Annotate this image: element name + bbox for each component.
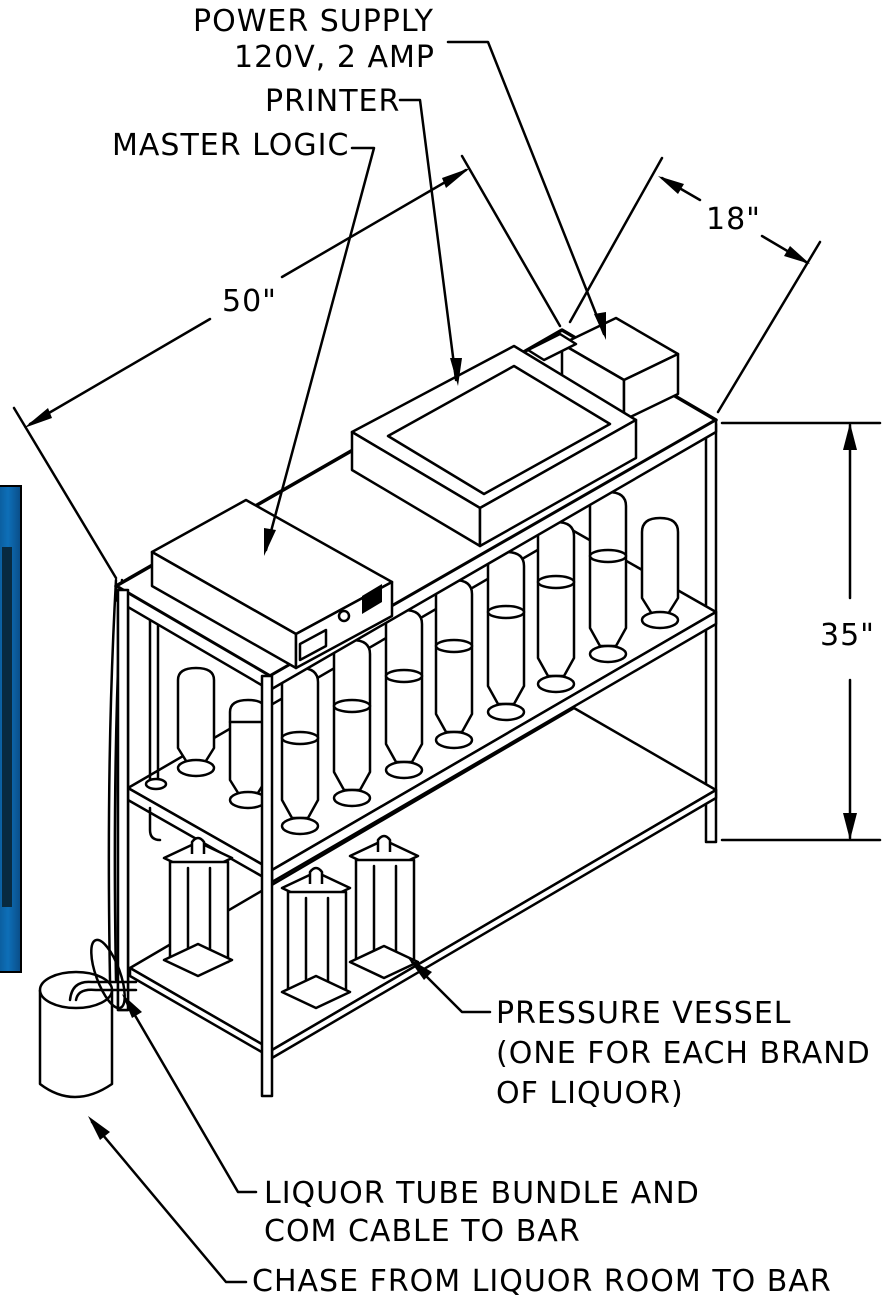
leader-master-logic: [264, 146, 376, 552]
post-front-far-left: [116, 588, 130, 1012]
label-tube-bundle-line1: LIQUOR TUBE BUNDLE AND: [264, 1176, 700, 1211]
leader-chase: [90, 1120, 248, 1284]
bottle-4: [332, 638, 372, 808]
pressure-vessel-3: [348, 834, 420, 980]
arrow-height-bottom: [843, 813, 857, 840]
knob: [337, 609, 351, 623]
printer-tray: [386, 364, 612, 496]
pressure-vessel-2: [280, 866, 352, 1010]
label-printer: PRINTER: [265, 84, 401, 119]
label-pressure-vessel-line1: PRESSURE VESSEL: [496, 996, 792, 1031]
bottle-8: [536, 520, 576, 694]
leader-tube-bundle: [124, 998, 258, 1194]
leader-pressure-vessel: [410, 960, 492, 1014]
bottle-6: [434, 578, 474, 750]
label-dim-height: 35": [820, 618, 875, 653]
leader-power-supply: [446, 40, 606, 336]
printer-box: [350, 344, 638, 548]
arrow-depth-left: [658, 176, 684, 194]
vent-grille: [362, 584, 382, 614]
extension-line-right: [460, 154, 562, 328]
chase-bucket: [38, 938, 138, 1099]
label-pressure-vessel-line2: (ONE FOR EACH BRAND: [496, 1036, 871, 1071]
extension-line-back: [568, 156, 664, 324]
post-front-left: [260, 674, 274, 1098]
extension-line-left: [12, 406, 118, 580]
label-dim-width: 50": [222, 284, 277, 319]
label-pressure-vessel-line3: OF LIQUOR): [496, 1076, 684, 1111]
dimension-depth: [568, 156, 822, 414]
dim-line-width-b: [280, 168, 468, 279]
arrow-width-right: [442, 168, 470, 188]
dimension-width: [12, 154, 562, 580]
post-back-right: [704, 422, 718, 844]
extension-line-front: [716, 240, 822, 414]
bottle-7: [486, 550, 526, 722]
bottle-9: [588, 490, 628, 664]
dim-line-width-a: [28, 317, 212, 426]
dimension-height: [720, 421, 882, 842]
label-tube-bundle-line2: COM CABLE TO BAR: [264, 1214, 581, 1249]
display-window: [298, 628, 328, 662]
arrow-depth-right: [784, 246, 810, 264]
pressure-vessels: [162, 834, 420, 1010]
bottle-10: [640, 516, 680, 630]
arrow-width-left: [24, 408, 52, 428]
master-logic-box: [150, 498, 394, 670]
label-chase: CHASE FROM LIQUOR ROOM TO BAR: [252, 1264, 832, 1299]
label-power-supply-line2: 120V, 2 AMP: [234, 40, 435, 75]
pressure-vessel-1: [162, 836, 234, 978]
label-dim-depth: 18": [706, 202, 761, 237]
leader-lines: [88, 40, 606, 1284]
bottle-3: [280, 666, 320, 836]
arrow-height-top: [843, 423, 857, 450]
bottle-1: [176, 666, 216, 778]
liquor-bottles: [176, 490, 680, 836]
label-power-supply-line1: POWER SUPPLY: [193, 4, 434, 39]
label-master-logic: MASTER LOGIC: [112, 128, 350, 163]
leader-printer: [398, 98, 458, 382]
bottle-5: [384, 608, 424, 780]
photo-strip-edge: [0, 485, 22, 973]
